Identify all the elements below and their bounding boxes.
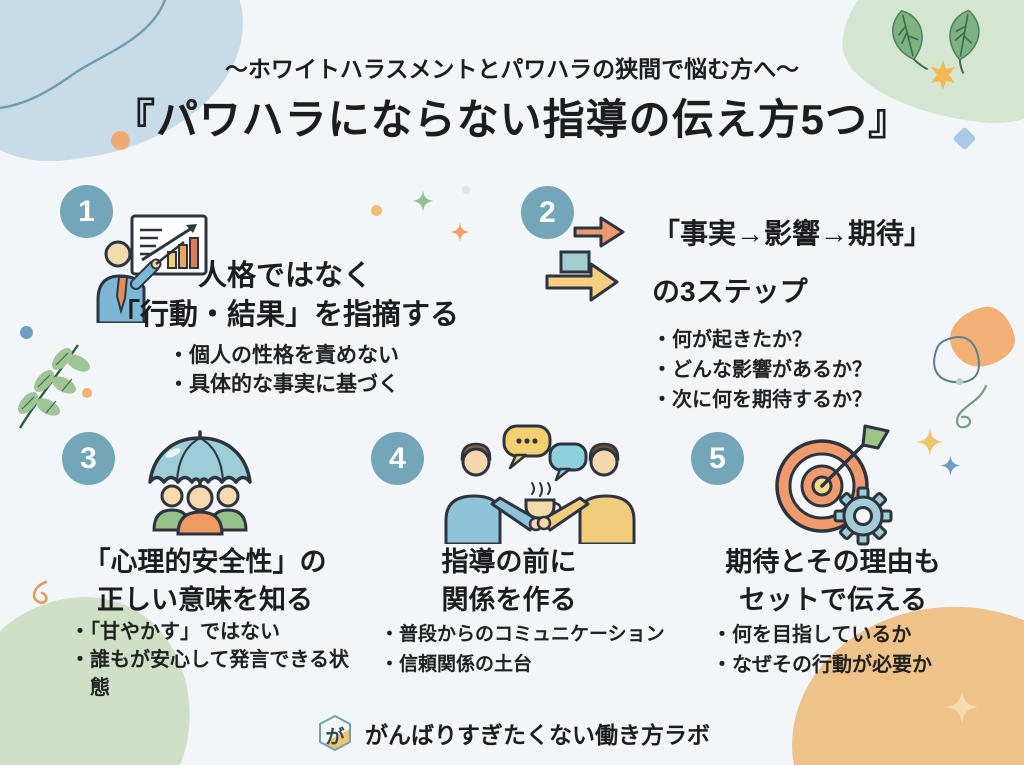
step-heading-line: の3ステップ bbox=[652, 276, 808, 307]
umbrella-team-icon bbox=[148, 430, 252, 536]
sparkle-green-icon bbox=[412, 190, 434, 212]
step-heading-line: 人格ではなく bbox=[197, 260, 372, 292]
dot-light-gray bbox=[462, 186, 470, 194]
bullet-item: ・何が起きたか？ bbox=[652, 329, 812, 351]
step-heading-line: セットで伝える bbox=[738, 585, 928, 615]
step-number-badge: 1 bbox=[60, 185, 113, 238]
star-yellow-icon bbox=[931, 60, 955, 90]
squiggle-outline-icon bbox=[933, 336, 980, 384]
dot-orange-left bbox=[82, 388, 92, 398]
step-heading-line: 「心理的安全性」の bbox=[83, 547, 327, 577]
sparkle-beige-icon bbox=[945, 690, 979, 724]
dot-orange-topleft bbox=[111, 131, 130, 150]
footer-brand: が がんばりすぎたくない働き方ラボ bbox=[0, 712, 1024, 754]
sparkle-blue-right-icon bbox=[940, 455, 961, 476]
wave-line-icon bbox=[0, 0, 167, 110]
dot-blue-left bbox=[20, 326, 33, 339]
leaves-icon bbox=[892, 9, 980, 74]
step-number-badge: 3 bbox=[62, 432, 115, 485]
three-arrows-icon bbox=[545, 216, 625, 302]
step-heading-line: 期待とその理由も bbox=[725, 547, 941, 577]
step-bullets: ・何を目指しているか ・なぜその行動が必要か bbox=[712, 620, 932, 680]
page-title: 『パワハラにならない指導の伝え方5つ』 bbox=[113, 96, 911, 143]
step-bullets: ・個人の性格を責めない ・具体的な事実に基づく bbox=[168, 341, 399, 399]
step-bullets: ・普段からのコミュニケーション ・信頼関係の土台 bbox=[380, 620, 665, 680]
bullet-item: ・信頼関係の土台 bbox=[380, 654, 533, 675]
brand-logo: が bbox=[314, 712, 356, 754]
logo-character: が bbox=[325, 726, 345, 748]
page-subtitle: 〜ホワイトハラスメントとパワハラの狭間で悩む方へ〜 bbox=[224, 56, 800, 82]
bullet-item: ・なぜその行動が必要か bbox=[712, 654, 932, 676]
step-number-badge: 4 bbox=[371, 432, 424, 485]
step-heading-line: 正しい意味を知る bbox=[97, 585, 313, 615]
dot-yellow-small bbox=[371, 205, 382, 216]
bullet-item: ・普段からのコミュニケーション bbox=[380, 624, 665, 645]
sparkle-yellow-right-icon bbox=[916, 428, 944, 456]
step-heading-line: 指導の前に bbox=[441, 547, 577, 577]
dot-green-small bbox=[956, 378, 963, 385]
bullet-item: ・「甘やかす」ではない bbox=[70, 621, 280, 643]
bullet-item: ・個人の性格を責めない bbox=[168, 344, 399, 367]
step-bullets: ・何が起きたか？ ・どんな影響があるか？ ・次に何を期待するか？ bbox=[652, 325, 872, 415]
bullet-item: ・具体的な事実に基づく bbox=[168, 373, 399, 396]
curly-line-icon bbox=[955, 384, 988, 429]
brand-name: がんばりすぎたくない働き方ラボ bbox=[365, 722, 710, 748]
step-heading-line: 関係を作る bbox=[441, 585, 577, 615]
bullet-item: ・どんな影響があるか？ bbox=[652, 359, 872, 381]
step-heading-line: 「行動・結果」を指摘する bbox=[110, 299, 459, 331]
step-number-badge: 5 bbox=[691, 432, 744, 485]
hexagon-logo-icon bbox=[319, 715, 351, 751]
handshake-coffee-icon bbox=[444, 424, 636, 544]
squiggle-orange-left-icon bbox=[32, 580, 48, 604]
step-heading-line: 「事実→影響→期待」 bbox=[652, 218, 933, 249]
presenter-chart-icon bbox=[96, 214, 208, 323]
bullet-item: ・次に何を期待するか？ bbox=[652, 389, 872, 411]
sparkle-orange-icon bbox=[450, 222, 470, 242]
step-bullets: ・「甘やかす」ではない ・誰もが安心して発言できる状態 bbox=[70, 618, 350, 702]
target-gear-icon bbox=[775, 424, 893, 546]
step-number-badge: 2 bbox=[521, 186, 574, 239]
bullet-item: ・何を目指しているか bbox=[712, 624, 912, 646]
branch-leaves-icon bbox=[18, 344, 90, 429]
bullet-item: ・誰もが安心して発言できる状態 bbox=[70, 649, 349, 699]
